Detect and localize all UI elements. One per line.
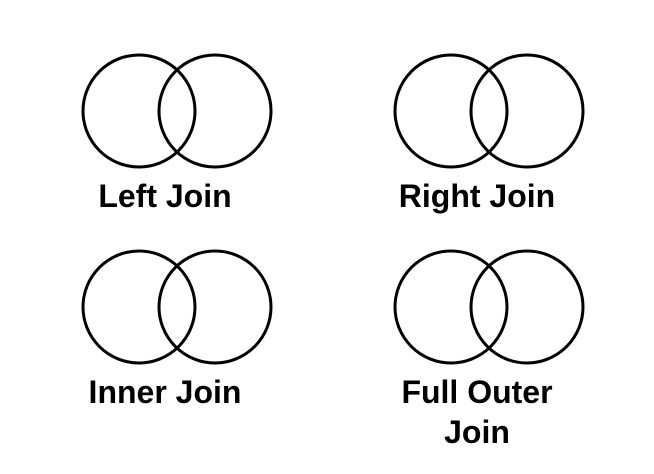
venn-circles-inner-join <box>81 249 273 365</box>
right-circle-outline <box>469 249 585 365</box>
right-circle-outline <box>157 53 273 169</box>
join-diagrams-grid: Left Join Right Join Inner Join <box>79 50 589 452</box>
right-circle-outline <box>157 249 273 365</box>
venn-circles-right-join <box>393 53 585 169</box>
venn-diagram-right-join: Right Join <box>391 50 587 216</box>
left-circle-outline <box>81 53 197 169</box>
venn-label-inner-join: Inner Join <box>88 374 242 410</box>
left-circle-outline <box>393 53 509 169</box>
venn-label-left-join: Left Join <box>98 178 232 214</box>
venn-diagram-inner-join: Inner Join <box>79 246 275 452</box>
right-circle-outline <box>469 53 585 169</box>
left-circle-outline <box>393 249 509 365</box>
left-circle-outline <box>81 249 197 365</box>
venn-label-full-outer-join: Full Outer Join <box>401 374 553 450</box>
venn-diagram-full-outer-join: Full Outer Join <box>389 246 589 452</box>
venn-diagram-left-join: Left Join <box>79 50 275 216</box>
venn-circles-left-join <box>81 53 273 169</box>
venn-label-right-join: Right Join <box>398 178 556 214</box>
venn-circles-full-outer-join <box>393 249 585 365</box>
